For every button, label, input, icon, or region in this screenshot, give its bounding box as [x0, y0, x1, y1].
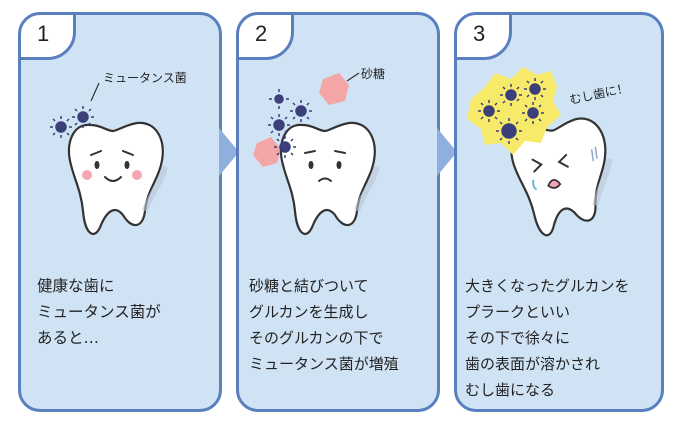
bacteria-icon: [268, 114, 290, 136]
step-2-caption: 砂糖と結びついて グルカンを生成し そのグルカンの下で ミュータンス菌が増殖: [249, 277, 399, 373]
sugar-cube-icon: [319, 73, 349, 105]
tooth-icon: [67, 121, 168, 236]
step-number-badge: 3: [457, 15, 512, 60]
step-number: 2: [255, 21, 268, 46]
arrow-right-icon: [219, 128, 239, 176]
bacteria-icon: [50, 116, 72, 138]
arrow-right-icon: [437, 128, 457, 176]
step-3-panel: 3: [454, 12, 664, 412]
step-3-illustration: [467, 67, 613, 237]
step-number: 1: [37, 21, 50, 46]
bacteria-icon: [290, 100, 312, 122]
bacteria-icon: [478, 100, 500, 122]
bacteria-icon: [72, 106, 94, 128]
step-number-badge: 2: [239, 15, 294, 60]
step-1-panel: 1 ミュータンス菌 健康な歯に ミュータンス菌が あると…: [18, 12, 222, 412]
step-1-illustration: [50, 82, 168, 236]
bacteria-icon: [522, 102, 544, 124]
step-2-illustration: [253, 72, 380, 236]
bacteria-icon: [274, 136, 296, 158]
bacteria-icon: [500, 84, 522, 106]
tooth-icon: [510, 117, 613, 237]
step-3-caption: 大きくなったグルカンを プラークといい その下で徐々に 歯の表面が溶かされ むし…: [465, 277, 630, 399]
step-2-panel: 2: [236, 12, 440, 412]
bacteria-icon: [269, 89, 289, 109]
sugar-label: 砂糖: [361, 67, 386, 81]
step-number: 3: [473, 21, 486, 46]
tooth-icon: [279, 121, 380, 236]
bacteria-label: ミュータンス菌: [103, 71, 187, 85]
bacteria-icon: [496, 118, 522, 144]
bacteria-icon: [524, 78, 546, 100]
step-number-badge: 1: [21, 15, 76, 60]
step-1-caption: 健康な歯に ミュータンス菌が あると…: [37, 277, 161, 347]
sugar-cube-icon: [253, 137, 281, 167]
